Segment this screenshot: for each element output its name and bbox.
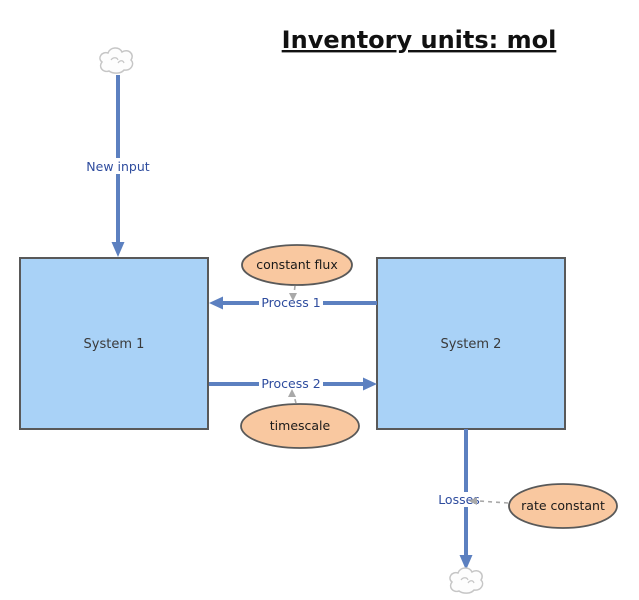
arrowhead-down-icon: [111, 242, 125, 257]
constant-flux-label: constant flux: [256, 257, 338, 272]
rate-constant-ellipse: [508, 483, 618, 529]
system-2-box: System 2: [376, 257, 566, 430]
system-2-rect: [376, 257, 566, 430]
flow-label-losses: Losses: [438, 492, 480, 507]
flow-label-process-1: Process 1: [261, 295, 320, 310]
cloud-outline: [99, 47, 134, 74]
connector-dashed-line: [478, 500, 509, 504]
connector-arrowhead-up-icon: [288, 389, 296, 397]
parameter-rate-constant: rate constant: [469, 483, 618, 529]
arrowhead-right-icon: [363, 377, 377, 391]
cloud-outline: [449, 567, 484, 594]
flow-new-input: New input: [86, 75, 150, 257]
timescale-ellipse: [240, 403, 360, 449]
flow-process-1: Process 1: [209, 295, 377, 310]
label-background: [259, 296, 323, 310]
flow-process-2: Process 2: [209, 376, 377, 391]
cloud-squiggle: [460, 577, 475, 584]
rate-constant-label: rate constant: [521, 498, 605, 513]
connector-dashed-line: [293, 395, 297, 404]
label-background: [87, 158, 149, 174]
flow-losses: Losses: [437, 429, 481, 570]
flow-label-process-2: Process 2: [261, 376, 320, 391]
parameter-constant-flux: constant flux: [241, 244, 353, 301]
label-background: [437, 492, 481, 507]
arrowhead-down-icon: [459, 555, 473, 570]
parameter-timescale: timescale: [240, 389, 360, 449]
connector-arrowhead-down-icon: [289, 293, 297, 301]
label-background: [259, 377, 323, 391]
flow-label-new-input: New input: [86, 159, 149, 174]
diagram-title: Inventory units: mol: [282, 26, 557, 54]
timescale-label: timescale: [270, 418, 331, 433]
system-2-label: System 2: [441, 337, 502, 352]
arrowhead-left-icon: [209, 296, 223, 310]
cloud-squiggle: [110, 57, 125, 64]
system-1-rect: [19, 257, 209, 430]
cloud-source-icon: [99, 47, 134, 74]
system-1-label: System 1: [84, 337, 145, 352]
cloud-sink-icon: [449, 567, 484, 594]
constant-flux-ellipse: [241, 244, 353, 286]
connector-arrowhead-left-icon: [469, 497, 477, 505]
connector-dashed-line: [293, 285, 296, 295]
system-1-box: System 1: [19, 257, 209, 430]
